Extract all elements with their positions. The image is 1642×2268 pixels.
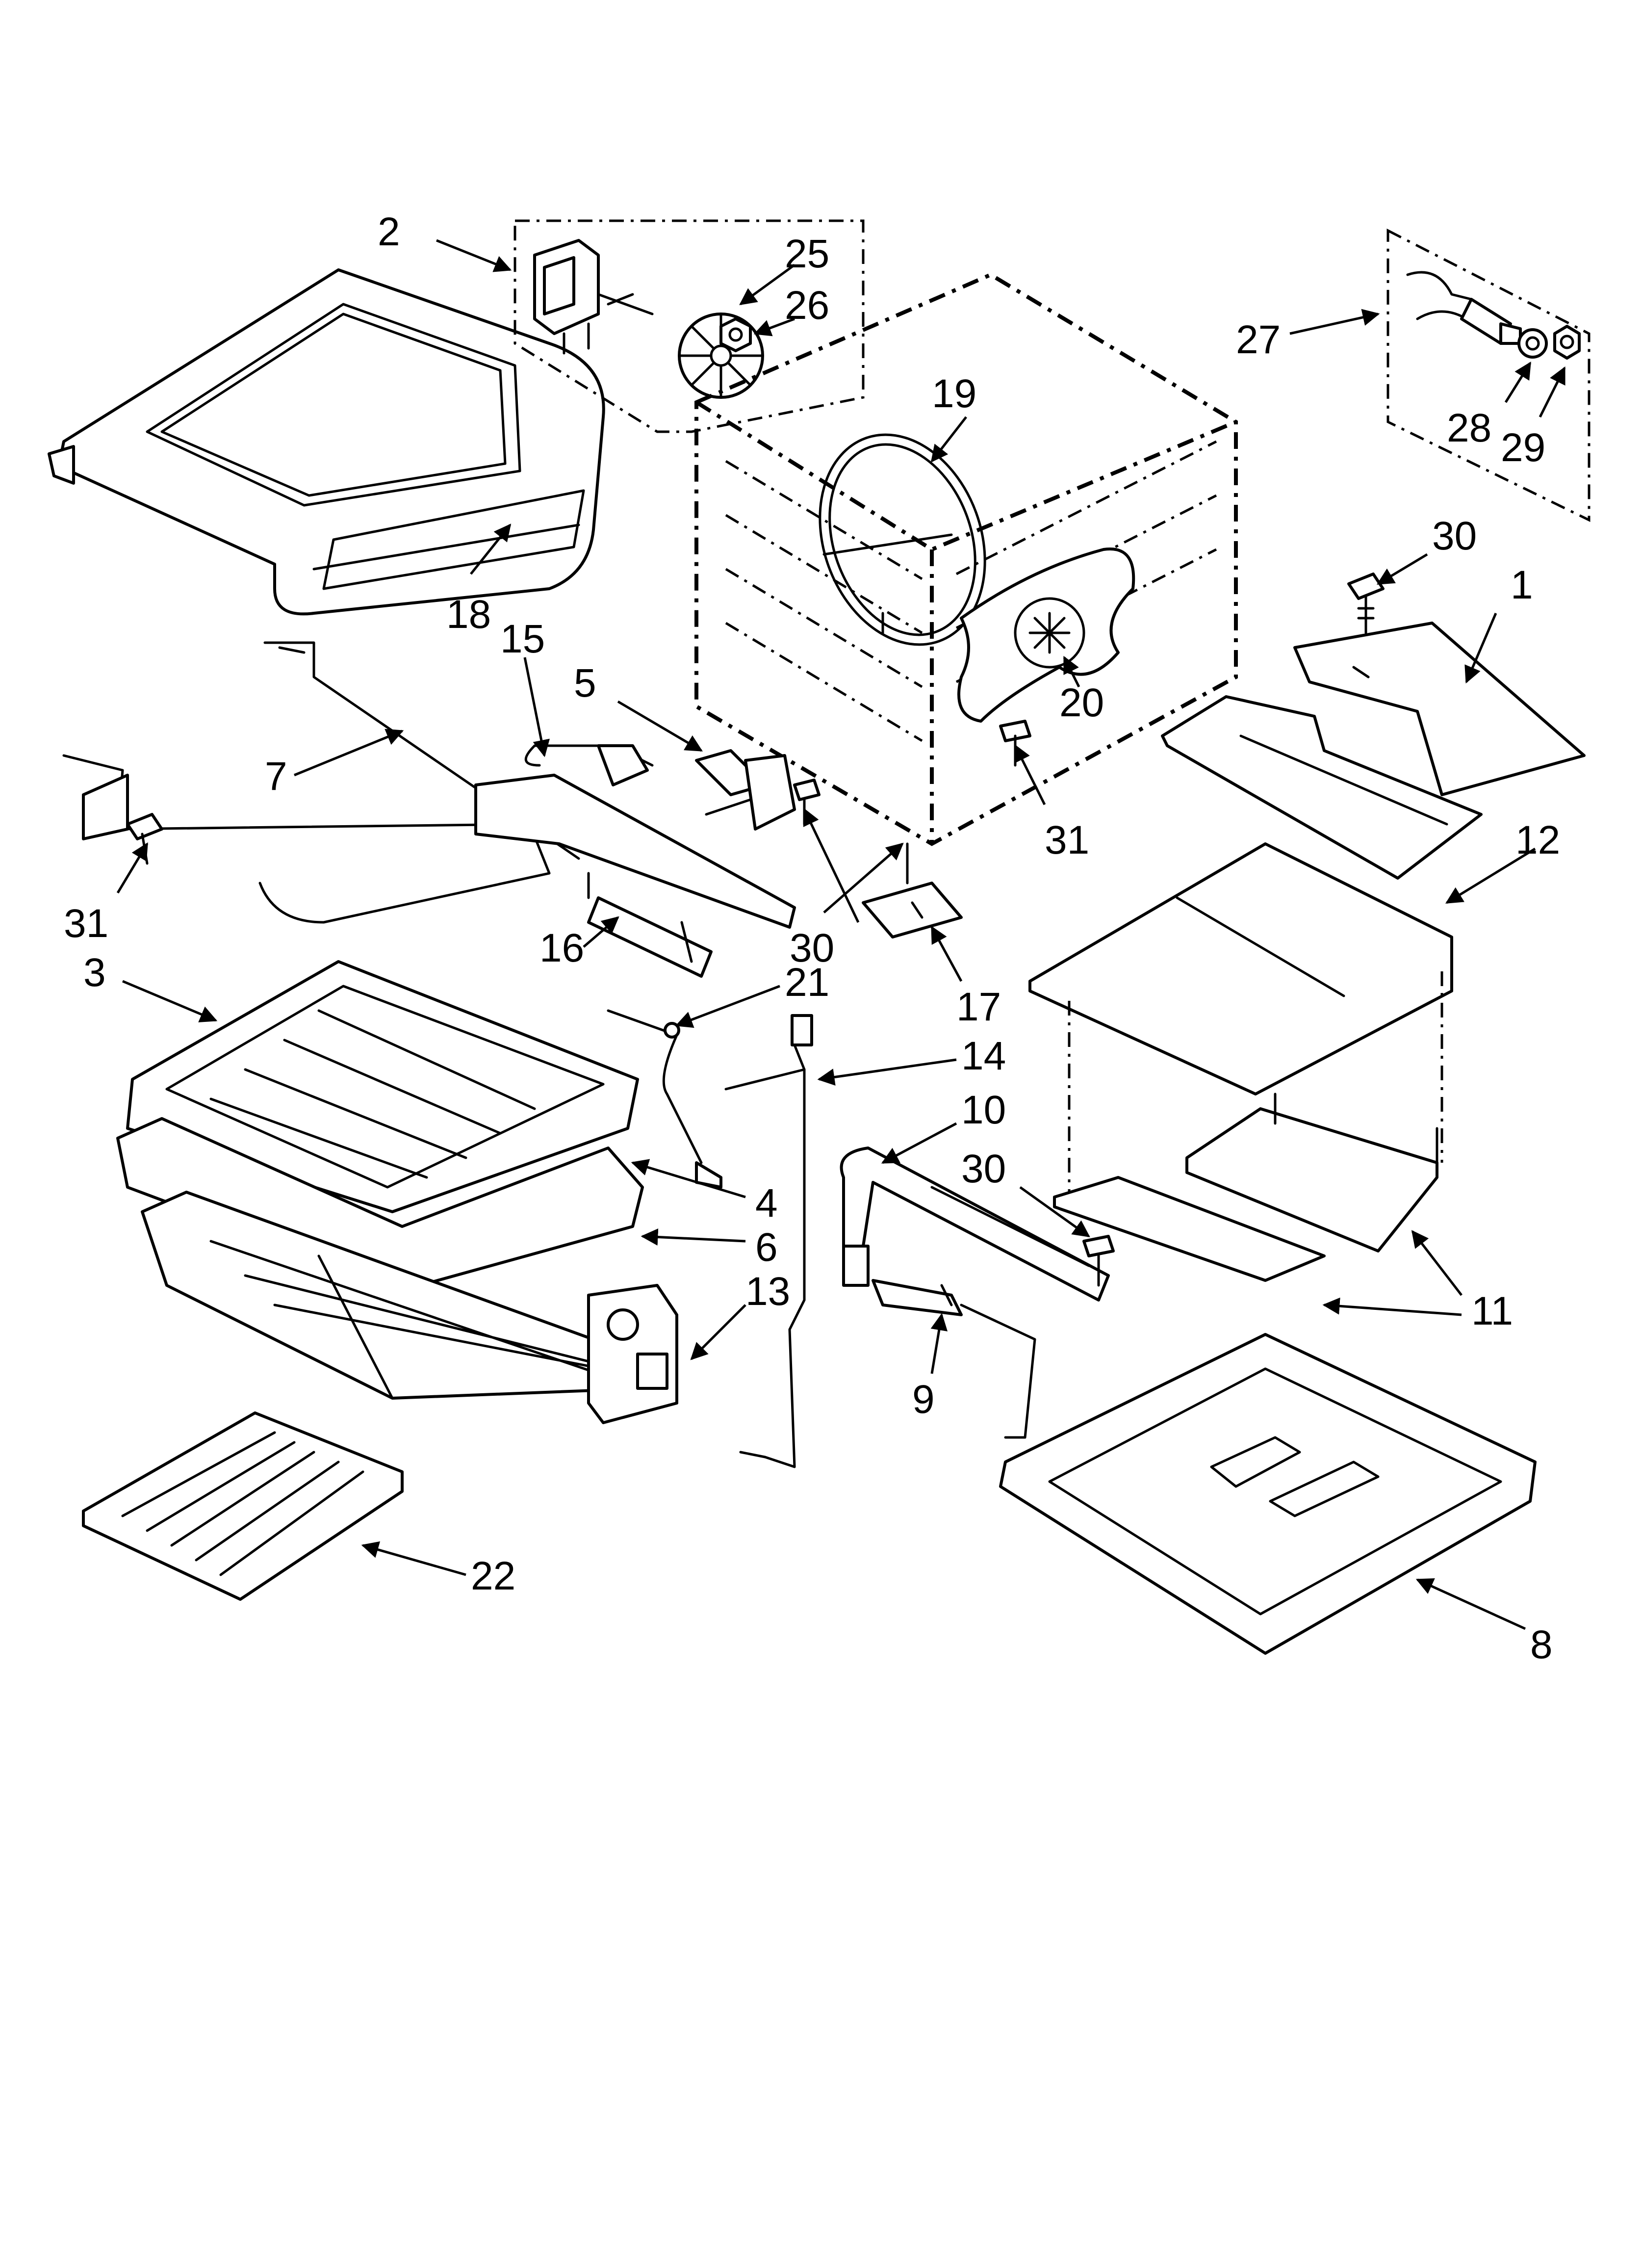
part-30-screw-lower <box>1082 1235 1115 1287</box>
callout-4: 4 <box>755 1181 778 1225</box>
callout-7: 7 <box>265 754 287 799</box>
callout-25: 25 <box>785 232 829 276</box>
callout-9: 9 <box>912 1377 935 1422</box>
callout-3: 3 <box>83 950 106 995</box>
leader-lines <box>116 239 1566 1630</box>
part-12-shield <box>1028 842 1453 1095</box>
part-13-safety-valve <box>587 1284 678 1424</box>
callout-17: 17 <box>956 985 1001 1029</box>
callout-31-center: 31 <box>1045 818 1089 862</box>
part-31-screw-left <box>126 813 163 865</box>
part-9-burner-tube <box>872 1279 1036 1439</box>
callout-27: 27 <box>1236 317 1281 362</box>
callout-30-upper: 30 <box>1432 514 1477 558</box>
callout-11: 11 <box>1471 1289 1513 1333</box>
part-27-thermostat-group <box>1386 228 1591 522</box>
callout-22: 22 <box>471 1554 515 1598</box>
callout-8: 8 <box>1530 1622 1553 1667</box>
oven-liner-outline <box>694 272 1238 846</box>
part-29-nut <box>1553 325 1581 360</box>
part-2-motor <box>533 239 654 355</box>
part-28-washer <box>1517 328 1548 359</box>
callout-6: 6 <box>755 1225 778 1270</box>
part-22-side-rack <box>82 1411 404 1601</box>
callout-13: 13 <box>745 1269 790 1314</box>
callout-10: 10 <box>961 1088 1006 1132</box>
part-15-broil-burner <box>474 744 796 929</box>
callout-30-lower: 30 <box>961 1147 1006 1191</box>
part-21-probe <box>607 1009 722 1189</box>
callout-29: 29 <box>1501 425 1545 470</box>
callout-5: 5 <box>574 661 596 705</box>
part-14-gas-tube <box>724 1014 813 1468</box>
part-11-brackets <box>1053 1093 1438 1282</box>
part-31-screw-center <box>999 720 1031 767</box>
part-30-screw-center <box>793 779 821 826</box>
part-27-sensor <box>1406 271 1522 345</box>
callout-30-center: 30 <box>790 926 834 970</box>
part-19-convection-element <box>819 433 986 646</box>
callout-12: 12 <box>1515 818 1560 862</box>
callout-15: 15 <box>500 617 545 661</box>
part-17-bracket <box>862 842 963 938</box>
part-18-top-cover <box>48 268 605 616</box>
callout-28: 28 <box>1447 406 1491 450</box>
callout-26: 26 <box>785 283 829 328</box>
part-3-broil-pan-grid <box>126 960 639 1213</box>
callout-2: 2 <box>378 209 400 254</box>
part-30-screw-upper <box>1347 573 1385 634</box>
part-10-bake-burner <box>840 1147 1110 1302</box>
callout-20: 20 <box>1059 680 1104 725</box>
part-2-convection-motor-group <box>513 219 865 433</box>
part-8-burner-box <box>999 1333 1537 1655</box>
callout-31-left: 31 <box>64 901 108 946</box>
part-20-fan-baffle <box>957 547 1135 723</box>
callout-1: 1 <box>1511 563 1533 607</box>
part-1-panel <box>1161 622 1586 880</box>
callout-16: 16 <box>539 926 584 970</box>
part-26-fan-nut <box>719 317 752 352</box>
callout-14: 14 <box>961 1034 1006 1078</box>
callout-labels: 2 25 26 19 27 28 29 18 15 5 30 1 20 7 31… <box>64 209 1560 1667</box>
part-7-bake-element <box>62 641 580 924</box>
part-5-igniter <box>695 749 796 831</box>
callout-18: 18 <box>446 592 491 637</box>
callout-19: 19 <box>932 371 976 416</box>
callout-21: 21 <box>785 960 829 1005</box>
